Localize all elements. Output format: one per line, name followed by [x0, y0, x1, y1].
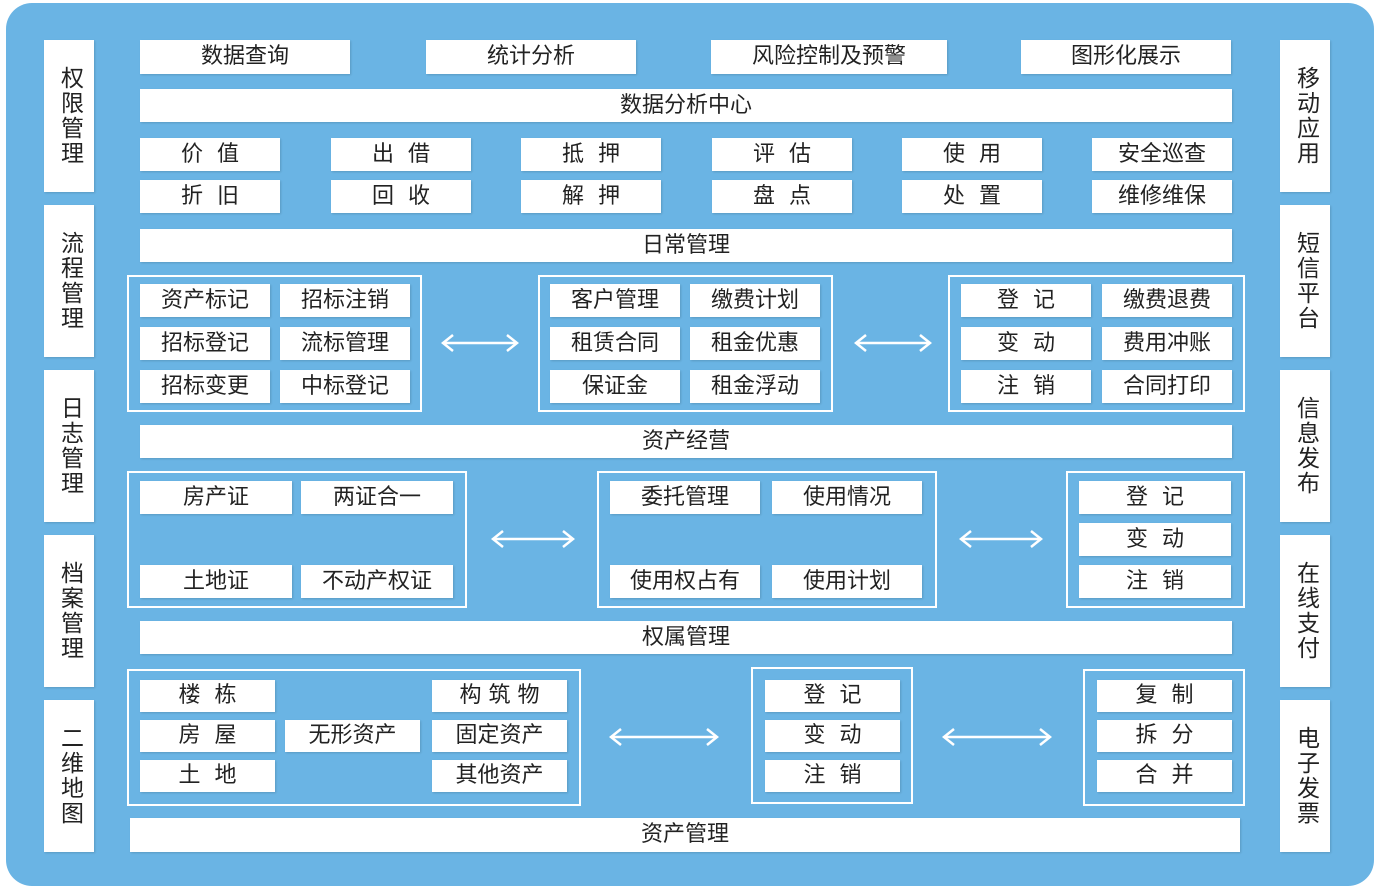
side-log-management: 日志管理	[44, 370, 94, 522]
item-failed-tender: 流标管理	[280, 327, 410, 360]
side-info-publish: 信息发布	[1280, 370, 1330, 522]
item-rent-float: 租金浮动	[690, 370, 820, 403]
item-usage-plan: 使用计划	[772, 565, 922, 598]
item-cancel: 注 销	[961, 370, 1091, 403]
op-depreciation: 折 旧	[140, 180, 280, 213]
side-sms-platform: 短信平台	[1280, 205, 1330, 357]
item-op-change: 变 动	[1079, 523, 1231, 556]
item-contract-print: 合同打印	[1102, 370, 1232, 403]
item-lease-contract: 租赁合同	[550, 327, 680, 360]
side-mobile-app: 移动应用	[1280, 40, 1330, 192]
double-arrow-icon	[941, 727, 1053, 747]
item-other-assets: 其他资产	[432, 760, 567, 792]
item-land: 土 地	[140, 760, 275, 792]
op-disposal: 处 置	[902, 180, 1042, 213]
item-tender-register: 招标登记	[140, 327, 270, 360]
side-process-management: 流程管理	[44, 205, 94, 357]
item-op-cancel: 注 销	[1079, 565, 1231, 598]
group-tender	[127, 275, 422, 412]
item-merge: 合 并	[1097, 760, 1232, 792]
item-asset-marking: 资产标记	[140, 284, 270, 317]
side-archive-management: 档案管理	[44, 535, 94, 687]
item-change: 变 动	[961, 327, 1091, 360]
bar-daily-management: 日常管理	[140, 229, 1232, 262]
item-entrusted-management: 委托管理	[610, 481, 760, 514]
op-value: 价 值	[140, 138, 280, 171]
item-land-certificate: 土地证	[140, 565, 292, 598]
group-op-status	[1066, 471, 1245, 608]
item-house: 房 屋	[140, 720, 275, 752]
op-lend: 出 借	[331, 138, 471, 171]
item-two-in-one: 两证合一	[301, 481, 453, 514]
bar-ownership-management: 权属管理	[140, 621, 1232, 654]
group-own-ops	[1083, 669, 1245, 806]
double-arrow-icon	[608, 727, 720, 747]
side-permission-management: 权限管理	[44, 40, 94, 192]
op-use: 使 用	[902, 138, 1042, 171]
group-usage	[597, 471, 937, 608]
item-rent-discount: 租金优惠	[690, 327, 820, 360]
item-property-certificate: 房产证	[140, 481, 292, 514]
item-building: 楼 栋	[140, 680, 275, 712]
module-statistics: 统计分析	[426, 40, 636, 74]
double-arrow-icon	[853, 333, 933, 353]
item-fixed-assets: 固定资产	[432, 720, 567, 752]
item-real-estate-certificate: 不动产权证	[301, 565, 453, 598]
bar-data-analysis-center: 数据分析中心	[140, 89, 1232, 122]
module-data-query: 数据查询	[140, 40, 350, 74]
item-fee-offset: 费用冲账	[1102, 327, 1232, 360]
op-maintenance: 维修维保	[1092, 180, 1232, 213]
op-mortgage: 抵 押	[521, 138, 661, 171]
item-use-right-occupancy: 使用权占有	[610, 565, 760, 598]
item-own-register: 登 记	[765, 680, 900, 712]
item-own-cancel: 注 销	[765, 760, 900, 792]
group-billing	[948, 275, 1245, 412]
op-safety-inspection: 安全巡查	[1092, 138, 1232, 171]
group-own-status	[751, 667, 913, 804]
item-payment-refund: 缴费退费	[1102, 284, 1232, 317]
item-own-change: 变 动	[765, 720, 900, 752]
item-deposit: 保证金	[550, 370, 680, 403]
module-graphic-display: 图形化展示	[1021, 40, 1231, 74]
item-usage-status: 使用情况	[772, 481, 922, 514]
double-arrow-icon	[958, 529, 1044, 549]
item-tender-change: 招标变更	[140, 370, 270, 403]
op-inventory: 盘 点	[712, 180, 852, 213]
group-lease	[538, 275, 833, 412]
bar-asset-management: 资产管理	[130, 818, 1240, 852]
side-e-invoice: 电子发票	[1280, 700, 1330, 852]
item-award-register: 中标登记	[280, 370, 410, 403]
double-arrow-icon	[490, 529, 576, 549]
bar-asset-operation: 资产经营	[140, 425, 1232, 458]
item-split: 拆 分	[1097, 720, 1232, 752]
item-tender-cancel: 招标注销	[280, 284, 410, 317]
op-recover: 回 收	[331, 180, 471, 213]
group-asset-types	[127, 669, 581, 806]
item-copy: 复 制	[1097, 680, 1232, 712]
side-online-payment: 在线支付	[1280, 535, 1330, 687]
group-certificates	[127, 471, 467, 608]
double-arrow-icon	[440, 333, 520, 353]
item-register: 登 记	[961, 284, 1091, 317]
item-op-register: 登 记	[1079, 481, 1231, 514]
item-payment-plan: 缴费计划	[690, 284, 820, 317]
item-customer-management: 客户管理	[550, 284, 680, 317]
item-structures: 构 筑 物	[432, 680, 567, 712]
side-2d-map: 二维地图	[44, 700, 94, 852]
op-assess: 评 估	[712, 138, 852, 171]
item-intangible-assets: 无形资产	[285, 720, 420, 752]
module-risk-control: 风险控制及预警	[711, 40, 947, 74]
op-release-mortgage: 解 押	[521, 180, 661, 213]
